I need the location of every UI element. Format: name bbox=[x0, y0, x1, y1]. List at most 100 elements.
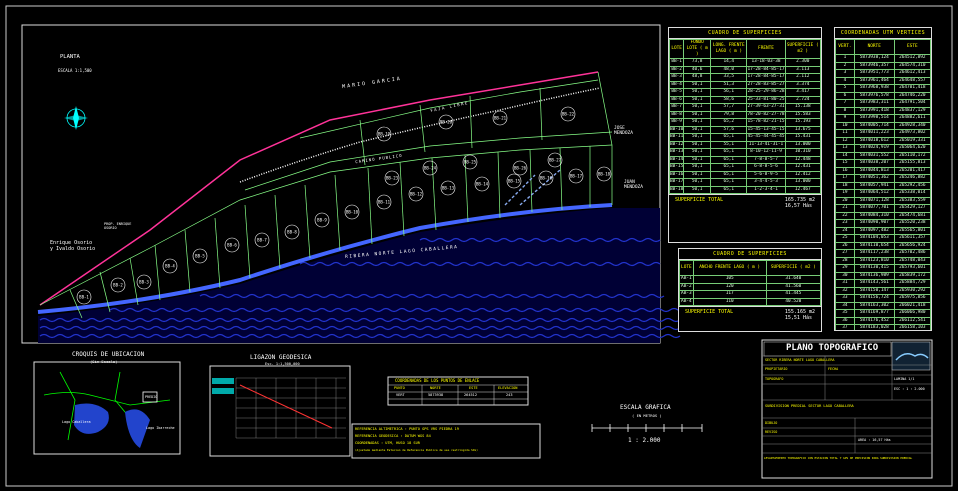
table-cell: 266158,103 bbox=[893, 324, 931, 330]
table-cell: 265793,601 bbox=[893, 264, 931, 273]
table1-header-0: LOTE bbox=[668, 39, 685, 59]
table-cell: 27-28-83-85-27 bbox=[746, 80, 786, 89]
lot-label: BB-2 bbox=[113, 283, 123, 288]
neighbor-east-top: JOSE MENDOZA bbox=[614, 126, 633, 136]
table-cell: 265383,559 bbox=[893, 196, 931, 205]
lot-label: BB-6 bbox=[227, 243, 237, 248]
table-cell: 50,1 bbox=[683, 95, 712, 104]
table-cell: 48,0 bbox=[710, 65, 748, 74]
title-block-scale: ESC : 1 : 2.000 bbox=[894, 387, 925, 391]
surface-total-label: SUPERFICIE TOTAL bbox=[675, 197, 724, 203]
table-cell: 5873946,357 bbox=[853, 61, 895, 70]
table3-header-1: NORTE bbox=[853, 39, 895, 55]
table-cell: BB-8 bbox=[668, 110, 685, 119]
table-cell: 5874044,813 bbox=[853, 166, 895, 175]
table-cell: 6 bbox=[835, 91, 855, 100]
lot-marker-circle bbox=[538, 170, 554, 186]
table-cell: 78-20-82-27-78 bbox=[746, 110, 786, 119]
table-cell: 14 bbox=[835, 151, 855, 160]
table-cell: 264837,129 bbox=[893, 106, 931, 115]
lot-label: BB-23 bbox=[386, 176, 399, 181]
table-cell: 265748,043 bbox=[893, 256, 931, 265]
table1-header-4: SUPERFICIE ( m2 ) bbox=[784, 39, 821, 59]
table-cell: 13.000 bbox=[784, 178, 821, 187]
reference-h0: PUNTO bbox=[394, 386, 405, 390]
table1-header-1: FONDO LOTE ( m ) bbox=[683, 39, 712, 59]
table-cell: 40,6 bbox=[683, 65, 712, 74]
table-cell: 8-10-12-11-9 bbox=[746, 148, 786, 157]
lot-marker-circle bbox=[547, 152, 563, 168]
table-cell: 32 bbox=[835, 286, 855, 295]
table-cell: 265429,127 bbox=[893, 204, 931, 213]
table-cell: 5873938,124 bbox=[853, 54, 895, 63]
table-cell: 24 bbox=[835, 226, 855, 235]
table-cell: 9 bbox=[835, 114, 855, 123]
table-cell: 33,5 bbox=[710, 73, 748, 82]
table-cell: 14,4 bbox=[710, 58, 748, 67]
table-cell: 265520,238 bbox=[893, 219, 931, 228]
lot-label: BB-19 bbox=[378, 132, 391, 137]
table-cell: 12.467 bbox=[784, 185, 821, 194]
table-cell: 5874084,310 bbox=[853, 211, 895, 220]
table-cell: 5874005,714 bbox=[853, 121, 895, 130]
profile-title: LIGAZON GEODESICA bbox=[250, 354, 312, 361]
profile-scale: Esc. 1:1,500,000 bbox=[265, 362, 300, 366]
lot-marker-circle bbox=[314, 212, 330, 228]
title-block-owner: PROPIETARIO bbox=[765, 367, 788, 371]
table-cell: 5874183,028 bbox=[853, 324, 895, 330]
access-path-2 bbox=[504, 174, 536, 206]
table-cell: 15.193 bbox=[784, 118, 821, 127]
lot-marker-circle bbox=[76, 289, 92, 305]
profile-legend-b bbox=[212, 388, 234, 394]
table-cell: 5873998,514 bbox=[853, 114, 895, 123]
table-cell: 12.431 bbox=[784, 163, 821, 172]
table-cell: 11-13-41-31-1 bbox=[746, 140, 786, 149]
table-cell: 3-4-4-5-3 bbox=[746, 178, 786, 187]
table-cell: 13.675 bbox=[784, 125, 821, 134]
table-cell: BB-17 bbox=[668, 178, 685, 187]
table-cell: 12.448 bbox=[784, 155, 821, 164]
table-cell: BB-5 bbox=[668, 88, 685, 97]
table-cell: 5874011,223 bbox=[853, 129, 895, 138]
lot-marker-circle bbox=[192, 248, 208, 264]
table-cell: 27 bbox=[835, 249, 855, 258]
table-cell: 264701,418 bbox=[893, 84, 931, 93]
neighbor-west-ref: PROP. ENRIQUE OSORIO bbox=[104, 222, 132, 230]
table-cell: 2.300 bbox=[784, 58, 821, 67]
table-cell: 50,1 bbox=[683, 103, 712, 112]
table-cell: 264882,611 bbox=[893, 114, 931, 123]
surface-table-main-total: SUPERFICIE TOTAL 165.735 m2 16,57 Hás bbox=[669, 194, 821, 211]
reference-c3: 243 bbox=[506, 393, 513, 397]
table-cell: 5874169,877 bbox=[853, 309, 895, 318]
lot-label: BB-17 bbox=[570, 174, 583, 179]
lot-marker-circle bbox=[384, 170, 400, 186]
lot-label: BB-14 bbox=[476, 182, 489, 187]
table-cell: AB-2 bbox=[679, 282, 694, 291]
table-cell: 50,1 bbox=[683, 148, 712, 157]
table2-header-0: LOTE bbox=[679, 260, 694, 276]
profile-grid bbox=[235, 377, 346, 439]
table-cell: 4 bbox=[835, 76, 855, 85]
profile-legend-a bbox=[212, 378, 234, 384]
table-cell: 10 bbox=[835, 121, 855, 130]
table2-header-2: SUPERFICIE ( m2 ) bbox=[765, 260, 822, 276]
table-cell: 7-8-8-5-7 bbox=[746, 155, 786, 164]
table-cell: 17-28-84-85-17 bbox=[746, 73, 786, 82]
plan-scale: ESCALA 1:1,500 bbox=[58, 68, 92, 73]
surface-total-label-2: SUPERFICIE TOTAL bbox=[685, 309, 734, 315]
title-block-drawn: DIBUJO bbox=[765, 421, 778, 425]
